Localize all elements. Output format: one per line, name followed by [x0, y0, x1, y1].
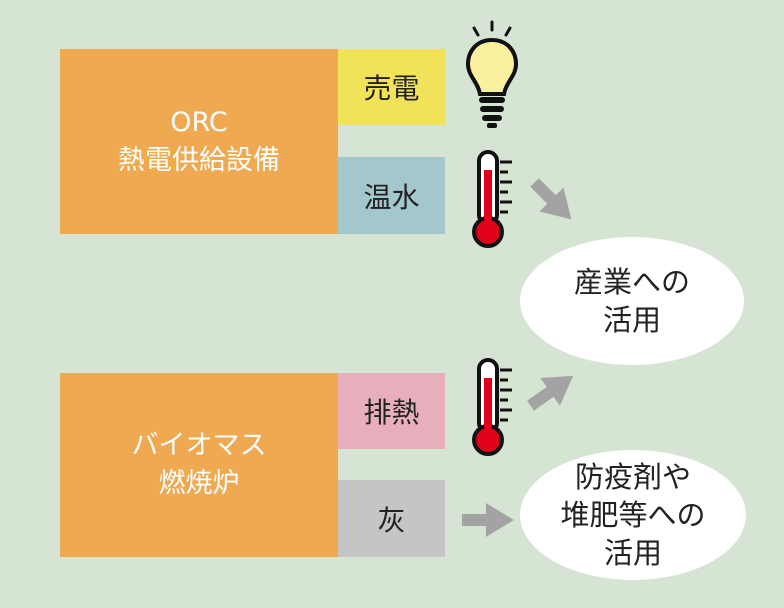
- hot-water-label: 温水: [363, 180, 420, 214]
- lightbulb-icon: [465, 20, 519, 128]
- thermometer-icon: [472, 358, 512, 456]
- orc-chp-label: 熱電供給設備: [118, 144, 280, 176]
- industry-use-line2: 活用: [602, 303, 661, 337]
- biomass-furnace-box: バイオマス 燃焼炉: [60, 373, 338, 557]
- arrow-up-right: [527, 375, 574, 411]
- electricity-sales-label: 売電: [363, 72, 420, 105]
- industry-use-line1: 産業への: [573, 265, 690, 299]
- fertilizer-use-line2: 堆肥等への: [560, 498, 706, 532]
- exhaust-heat-label: 排熱: [363, 396, 420, 429]
- furnace-label: 燃焼炉: [158, 468, 240, 499]
- ash-tag: 灰: [338, 480, 445, 557]
- fertilizer-use-ellipse: 防疫剤や 堆肥等への 活用: [520, 450, 746, 580]
- hot-water-tag: 温水: [338, 157, 445, 234]
- ash-label: 灰: [377, 503, 406, 537]
- fertilizer-use-line1: 防疫剤や: [574, 460, 691, 494]
- arrow-right: [462, 503, 514, 537]
- orc-label: ORC: [170, 106, 228, 138]
- orc-chp-box: ORC 熱電供給設備: [60, 49, 338, 234]
- biomass-label: バイオマス: [131, 430, 267, 461]
- arrow-down-right: [530, 178, 572, 220]
- electricity-sales-tag: 売電: [338, 49, 445, 125]
- industry-use-ellipse: 産業への 活用: [520, 237, 744, 365]
- fertilizer-use-line3: 活用: [603, 536, 662, 570]
- exhaust-heat-tag: 排熱: [338, 373, 445, 449]
- thermometer-icon: [472, 150, 512, 248]
